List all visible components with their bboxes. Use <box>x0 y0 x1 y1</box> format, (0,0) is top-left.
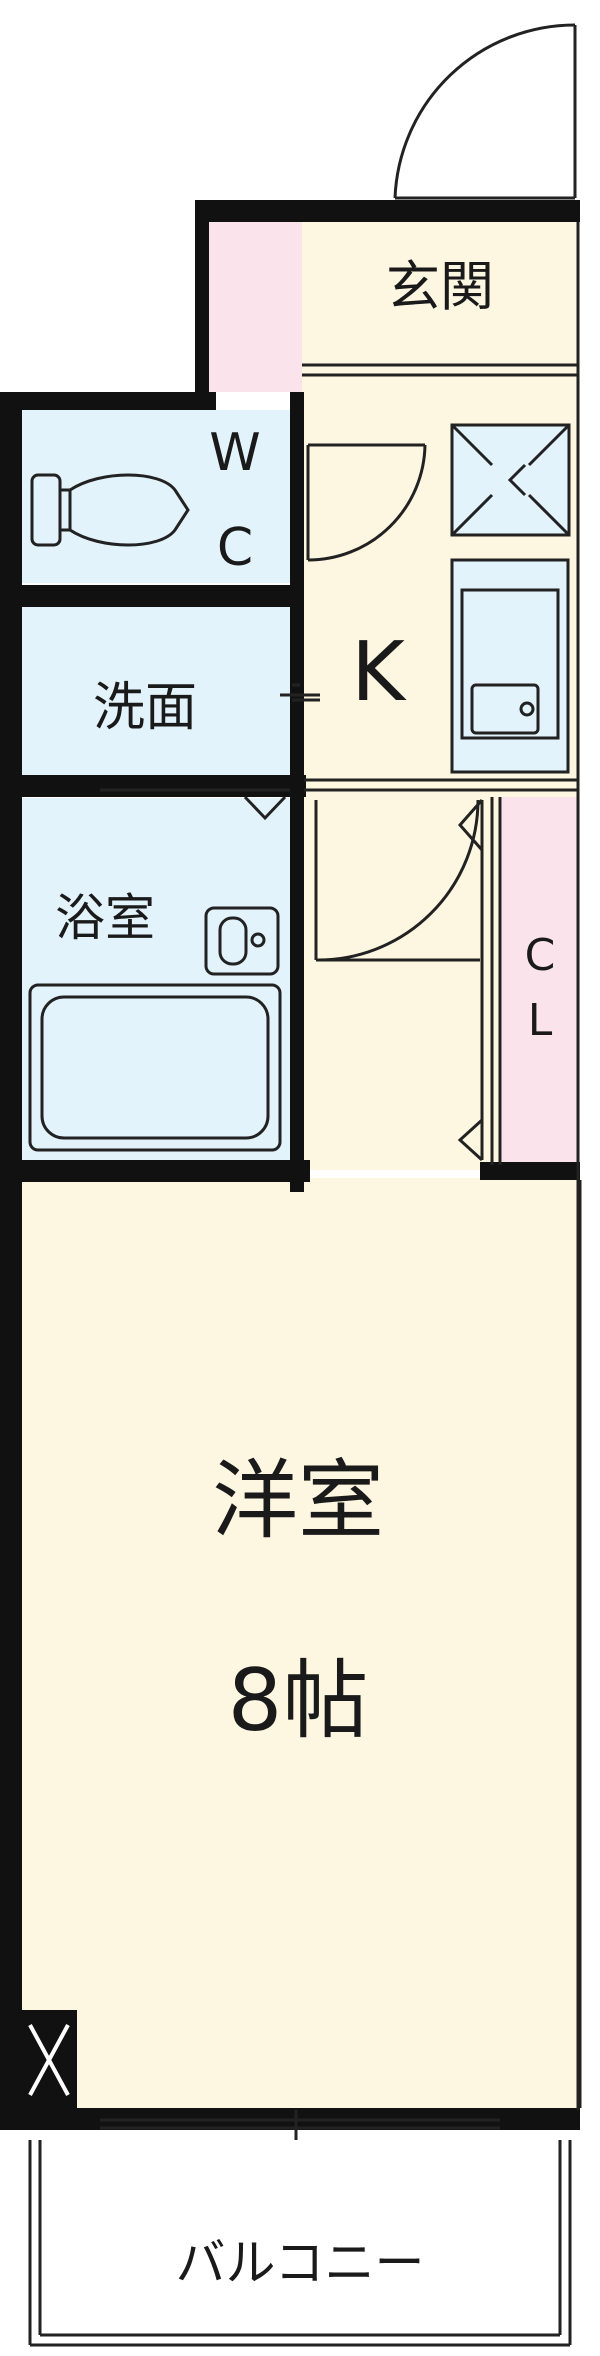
floor-fills <box>22 222 578 2122</box>
label-entrance: 玄関 <box>386 255 494 318</box>
washroom-floor <box>22 607 294 775</box>
room-labels: 玄関 W C 洗面 K 浴室 C L 洋室 8帖 バルコニー <box>55 255 555 2292</box>
toilet-icon <box>30 473 190 547</box>
bathtub-icon <box>28 983 282 1152</box>
closet-doors <box>457 799 484 1162</box>
bathroom-floor <box>22 798 294 1160</box>
entrance-door <box>393 23 577 210</box>
kitchen-counter <box>450 558 570 774</box>
label-wc-bottom: C <box>217 518 253 578</box>
wc-floor <box>22 410 294 583</box>
entrance-floor <box>302 222 578 370</box>
shoe-closet-fill <box>208 222 302 392</box>
partitions <box>292 222 580 2110</box>
western-room-marks <box>100 1180 582 2140</box>
closet-fill <box>502 797 578 1165</box>
label-washroom: 洗面 <box>93 678 197 738</box>
appliance-space <box>450 423 571 537</box>
label-closet-bottom: L <box>528 995 553 1046</box>
label-bathroom: 浴室 <box>55 889 155 947</box>
bathroom-door-marks <box>100 788 290 821</box>
label-closet-top: C <box>525 930 556 981</box>
vent-marker <box>28 2024 70 2096</box>
label-wc-top: W <box>209 423 260 483</box>
bathroom-door <box>314 799 480 962</box>
label-western-room: 洋室 <box>212 1451 384 1551</box>
label-balcony: バルコニー <box>176 2234 425 2292</box>
wc-door <box>306 443 427 562</box>
western-room-floor <box>22 1178 578 2122</box>
label-western-room-size: 8帖 <box>228 1651 369 1751</box>
walls <box>0 200 580 2130</box>
bath-faucet-icon <box>204 906 280 976</box>
label-kitchen: K <box>351 625 407 720</box>
balcony <box>28 2140 572 2347</box>
